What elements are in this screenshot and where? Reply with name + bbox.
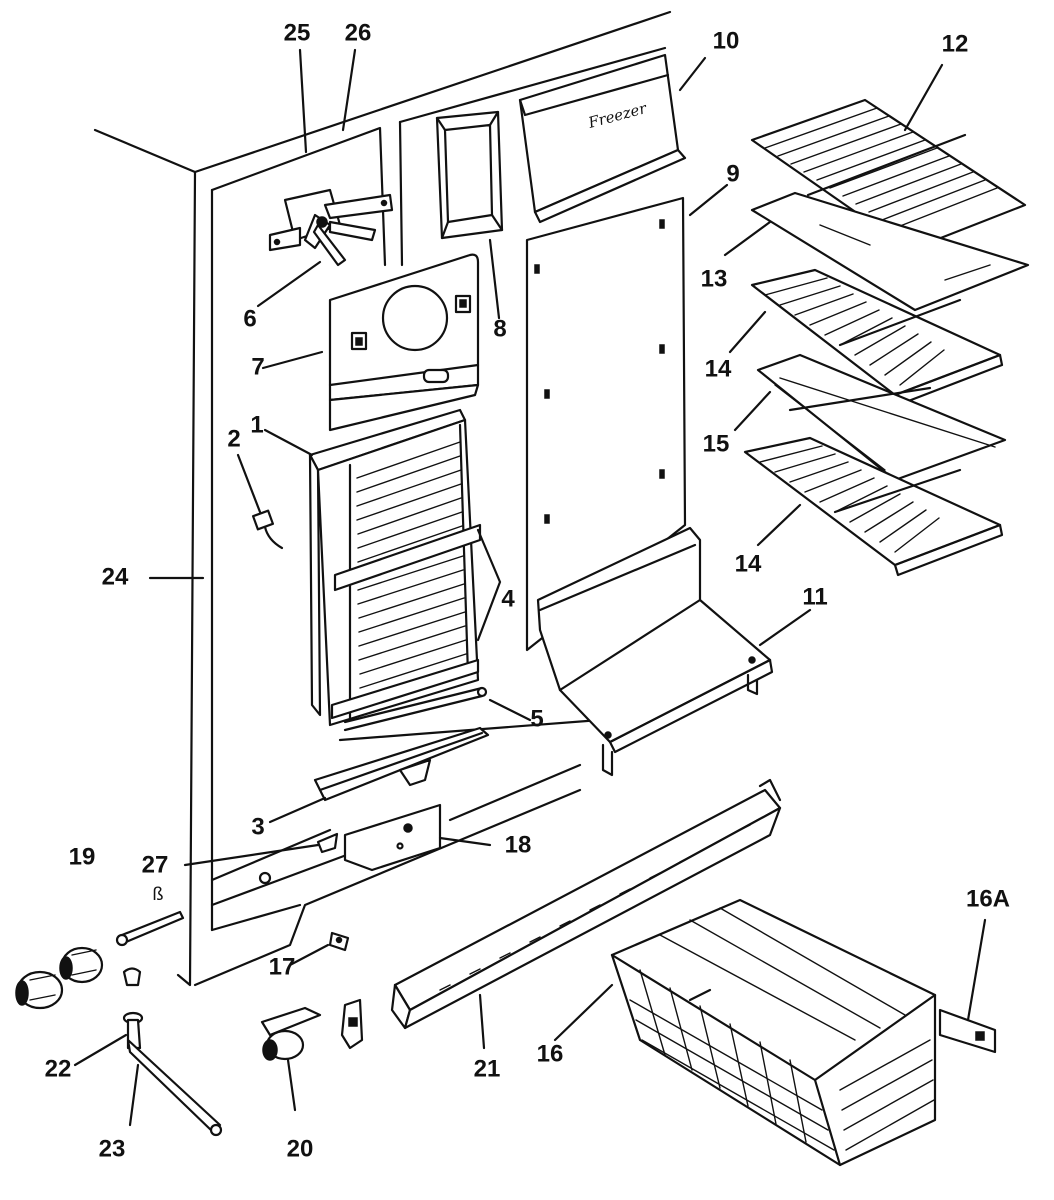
- clip: [316, 832, 339, 854]
- basket: [610, 898, 937, 1167]
- label-20: 20: [287, 1135, 314, 1162]
- rod: ß: [115, 884, 185, 947]
- door-stop: [328, 931, 350, 952]
- bracket: [343, 803, 442, 872]
- label-19: 19: [69, 843, 96, 870]
- drain-trough: [536, 526, 774, 777]
- label-22: 22: [45, 1055, 72, 1082]
- label-7: 7: [251, 353, 264, 380]
- label-23: 23: [99, 1135, 126, 1162]
- sensor: [251, 509, 284, 550]
- hinge-roller: [260, 998, 364, 1061]
- drain-pan: [313, 726, 490, 802]
- shelf-14-lower: [743, 436, 1004, 577]
- label-14-lower: 14: [735, 550, 762, 577]
- label-3: 3: [251, 813, 264, 840]
- label-15: 15: [703, 430, 730, 457]
- freezer-plate: Freezer: [518, 53, 687, 224]
- label-1: 1: [250, 411, 263, 438]
- label-25: 25: [284, 19, 311, 46]
- callout-labels: 25 26 10 12 9 13 6 8 7 14 1 2 15 14 24 4…: [45, 19, 1010, 1162]
- cabinet-liner: [93, 10, 672, 987]
- shelf-14-upper: [750, 268, 1004, 407]
- label-16A: 16A: [966, 885, 1010, 912]
- basket-slide: [938, 1008, 997, 1054]
- grille: [390, 778, 782, 1030]
- evaporator: [308, 408, 482, 727]
- label-8: 8: [493, 315, 506, 342]
- fan-motor: [268, 188, 394, 267]
- shelf-15: [756, 353, 1007, 482]
- rollers: [15, 946, 104, 1010]
- label-5: 5: [530, 705, 543, 732]
- label-27: 27: [142, 851, 169, 878]
- evaporator-cover: [525, 196, 687, 652]
- label-26: 26: [345, 19, 372, 46]
- label-12: 12: [942, 30, 969, 57]
- defrost-heater: [343, 686, 488, 732]
- label-11: 11: [802, 583, 827, 610]
- label-21: 21: [474, 1055, 501, 1082]
- label-13: 13: [701, 265, 728, 292]
- label-16: 16: [537, 1040, 564, 1067]
- label-2: 2: [227, 425, 240, 452]
- label-18: 18: [505, 831, 532, 858]
- ice-bin: [435, 110, 504, 240]
- fan-cover: [328, 253, 480, 432]
- label-14-upper: 14: [705, 355, 732, 382]
- label-4: 4: [501, 585, 515, 612]
- label-17: 17: [269, 953, 296, 980]
- label-24: 24: [102, 563, 129, 590]
- leader-lines: [73, 48, 987, 1127]
- bolt-mark: ß: [153, 884, 164, 904]
- glass-shelf-13: [750, 191, 1030, 312]
- leveling-leg: [122, 967, 223, 1137]
- label-9: 9: [726, 160, 739, 187]
- label-6: 6: [243, 305, 256, 332]
- label-10: 10: [713, 27, 740, 54]
